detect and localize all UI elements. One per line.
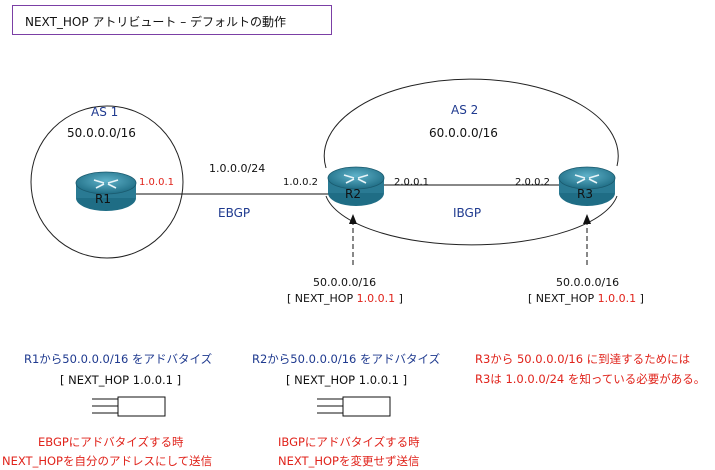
router-r1-label: R1 (95, 192, 111, 206)
as1-network: 50.0.0.0/16 (67, 126, 136, 140)
r2-route-nexthop: [ NEXT_HOP 1.0.0.1 ] (287, 292, 403, 305)
router-r2-icon (327, 166, 385, 206)
r2-external-ip: 1.0.0.2 (283, 177, 318, 188)
r3-route-nexthop: [ NEXT_HOP 1.0.0.1 ] (528, 292, 644, 305)
note-middle-desc2: NEXT_HOPを変更せず送信 (278, 454, 420, 468)
as2-network: 60.0.0.0/16 (429, 126, 498, 140)
note-left-nexthop: [ NEXT_HOP 1.0.0.1 ] (60, 373, 182, 387)
packet-icon-left (92, 396, 166, 417)
as2-label: AS 2 (451, 103, 479, 117)
as1-label: AS 1 (91, 105, 119, 119)
page-title: NEXT_HOP アトリビュート – デフォルトの動作 (25, 15, 287, 29)
ibgp-label: IBGP (453, 206, 482, 220)
as2-boundary-lower (325, 195, 618, 246)
r1-interface-ip: 1.0.0.1 (139, 177, 174, 188)
router-r2-label: R2 (345, 187, 361, 201)
router-r3-label: R3 (577, 187, 593, 201)
note-left-heading: R1から50.0.0.0/16 をアドバタイズ (24, 352, 213, 366)
update-arrow-r2 (349, 214, 357, 265)
note-left-desc2: NEXT_HOPを自分のアドレスにして送信 (2, 454, 213, 468)
r2-internal-ip: 2.0.0.1 (394, 177, 429, 188)
note-right-line1: R3から 50.0.0.0/16 に到達するためには (475, 352, 691, 366)
router-r1-icon (75, 171, 137, 211)
r3-route-network: 50.0.0.0/16 (556, 276, 620, 289)
ebgp-label: EBGP (218, 206, 251, 220)
note-right-line2: R3は 1.0.0.0/24 を知っている必要がある。 (475, 372, 706, 386)
as2-boundary (323, 78, 619, 169)
title-box: NEXT_HOP アトリビュート – デフォルトの動作 (12, 5, 332, 35)
update-arrow-r3 (583, 214, 591, 265)
r2-route-network: 50.0.0.0/16 (313, 276, 377, 289)
r3-interface-ip: 2.0.0.2 (515, 177, 550, 188)
as1-boundary (30, 105, 184, 259)
router-r3-icon (558, 166, 616, 206)
packet-icon-middle (317, 396, 391, 417)
note-middle-desc1: IBGPにアドバタイズする時 (278, 435, 420, 449)
note-left-desc1: EBGPにアドバタイズする時 (38, 435, 184, 449)
note-middle-nexthop: [ NEXT_HOP 1.0.0.1 ] (286, 373, 408, 387)
note-middle-heading: R2から50.0.0.0/16 をアドバタイズ (252, 352, 441, 366)
ebgp-subnet: 1.0.0.0/24 (209, 162, 266, 175)
